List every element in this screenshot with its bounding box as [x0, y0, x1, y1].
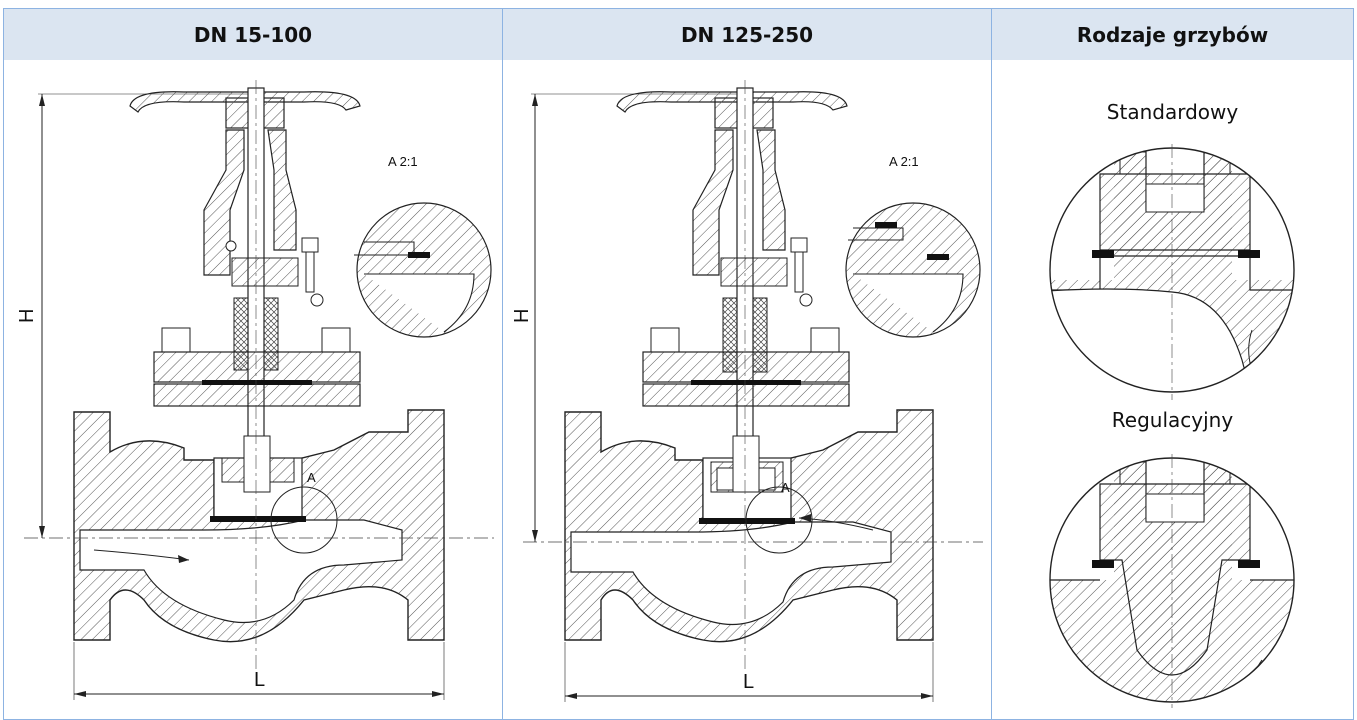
valve-drawing-small: H [16, 80, 494, 700]
detail-marker-label: A [781, 480, 790, 495]
valve-drawing-large: H [511, 80, 983, 702]
disc-type-standard-label: Standardowy [1106, 100, 1239, 124]
regulating-disc-detail [1050, 458, 1294, 702]
disc-type-regulating-label: Regulacyjny [1111, 408, 1234, 432]
header-label: Rodzaje grzybów [1076, 22, 1269, 47]
detail-scale-label: A 2:1 [388, 154, 418, 169]
header-dn-15-100: DN 15-100 [3, 8, 503, 61]
detail-scale-label: A 2:1 [889, 154, 919, 169]
header-disc-types: Rodzaje grzybów [991, 8, 1354, 61]
cell-disc-types: Standardowy Regulacyjny [991, 60, 1354, 720]
height-dimension-label: H [16, 309, 38, 323]
length-dimension-label: L [743, 671, 754, 693]
height-dimension-label: H [511, 309, 533, 323]
length-dimension-label: L [254, 669, 265, 691]
header-dn-125-250: DN 125-250 [502, 8, 992, 61]
disc-types-drawing [1049, 144, 1295, 708]
cell-dn-15-100-drawing: H [3, 60, 503, 720]
cell-dn-125-250-drawing: H [502, 60, 992, 720]
header-label: DN 15-100 [193, 22, 313, 47]
header-label: DN 125-250 [680, 22, 814, 47]
detail-marker-label: A [307, 470, 316, 485]
